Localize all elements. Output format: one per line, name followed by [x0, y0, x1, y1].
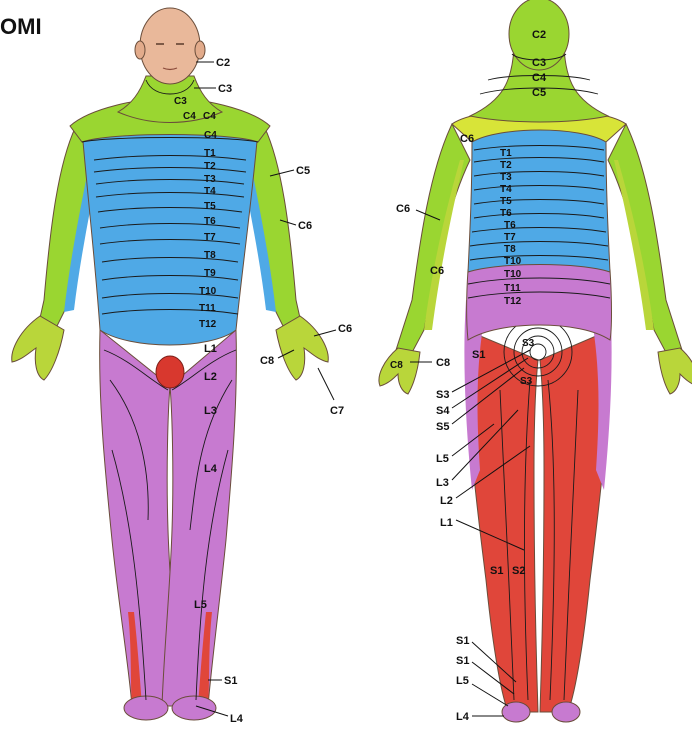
back-label-c8-finger: C8 [390, 360, 403, 371]
front-ear-left [135, 41, 145, 59]
back-label-t1: T1 [500, 148, 512, 159]
back-label-s2-calf: S2 [512, 565, 525, 577]
front-label-c4a: C4 [183, 111, 196, 122]
back-label-s1-ankle-a: S1 [456, 635, 469, 647]
back-label-t6b: T6 [504, 220, 516, 231]
back-label-c6-shoulder: C6 [460, 133, 474, 145]
back-label-t12: T12 [504, 296, 522, 307]
back-label-s3: S3 [436, 389, 449, 401]
front-label-l3: L3 [204, 405, 217, 417]
front-label-t11: T11 [199, 303, 216, 314]
front-label-t4: T4 [204, 186, 216, 197]
front-figure [12, 8, 329, 720]
front-label-t9: T9 [204, 268, 216, 279]
front-genital [156, 356, 184, 388]
back-label-s3-inner: S3 [520, 376, 533, 387]
back-label-l1: L1 [440, 517, 453, 529]
back-label-c2: C2 [532, 29, 546, 41]
back-label-c5: C5 [532, 87, 546, 99]
back-hand-left [379, 348, 420, 394]
front-label-l4-foot: L4 [230, 713, 244, 725]
front-label-t7: T7 [204, 232, 216, 243]
back-foot-right [552, 702, 580, 722]
front-label-c2: C2 [216, 57, 230, 69]
front-label-t5: T5 [204, 201, 216, 212]
back-thoracic [468, 130, 610, 273]
back-label-s3-small: S3 [522, 338, 535, 349]
back-label-s4: S4 [436, 405, 450, 417]
back-label-t6: T6 [500, 208, 512, 219]
back-hand-right [658, 348, 692, 394]
front-label-c5: C5 [296, 165, 310, 177]
back-label-t10: T10 [504, 256, 522, 267]
front-label-c3: C3 [218, 83, 232, 95]
front-label-t3: T3 [204, 174, 216, 185]
front-label-c6-arm: C6 [298, 220, 312, 232]
back-label-c6-arm: C6 [396, 203, 410, 215]
front-label-l5: L5 [194, 599, 207, 611]
front-label-t1: T1 [204, 148, 216, 159]
back-label-s1-calf: S1 [490, 565, 503, 577]
front-label-c4b: C4 [203, 111, 216, 122]
back-figure [379, 0, 692, 722]
front-label-c3-inner: C3 [174, 96, 187, 107]
back-label-t2: T2 [500, 160, 512, 171]
back-label-c3: C3 [532, 57, 546, 69]
front-label-l1: L1 [204, 343, 217, 355]
front-head [140, 8, 200, 84]
back-label-c8: C8 [436, 357, 450, 369]
front-hand-left [12, 316, 64, 380]
back-label-s1-ankle-b: S1 [456, 655, 469, 667]
back-label-c6-forearm: C6 [430, 265, 444, 277]
front-label-t2: T2 [204, 161, 216, 172]
back-label-t7: T7 [504, 232, 516, 243]
front-foot-right [172, 696, 216, 720]
back-label-t10b: T10 [504, 269, 522, 280]
front-label-s1: S1 [224, 675, 237, 687]
back-label-t8: T8 [504, 244, 516, 255]
back-label-t4: T4 [500, 184, 512, 195]
back-lumbar-waist [467, 264, 612, 340]
back-label-l5-ankle: L5 [456, 675, 469, 687]
front-label-l2: L2 [204, 371, 217, 383]
front-ear-right [195, 41, 205, 59]
back-label-t5: T5 [500, 196, 512, 207]
back-label-c4: C4 [532, 72, 547, 84]
front-hand-right [276, 316, 328, 380]
title-text: OMI [0, 14, 42, 39]
front-label-c8: C8 [260, 355, 274, 367]
front-label-t8: T8 [204, 250, 216, 261]
front-label-t6: T6 [204, 216, 216, 227]
back-label-t11: T11 [504, 283, 521, 294]
back-label-l2: L2 [440, 495, 453, 507]
back-label-t3: T3 [500, 172, 512, 183]
back-label-l4-ankle: L4 [456, 711, 470, 723]
front-torso [82, 121, 258, 345]
front-label-t12: T12 [199, 319, 217, 330]
back-label-l3: L3 [436, 477, 449, 489]
front-label-c4c: C4 [204, 130, 217, 141]
front-label-c7: C7 [330, 405, 344, 417]
front-label-t10: T10 [199, 286, 217, 297]
front-label-l4: L4 [204, 463, 218, 475]
back-label-s1-hip: S1 [472, 349, 485, 361]
back-label-l5: L5 [436, 453, 449, 465]
back-label-s5: S5 [436, 421, 449, 433]
front-label-c6-hand: C6 [338, 323, 352, 335]
